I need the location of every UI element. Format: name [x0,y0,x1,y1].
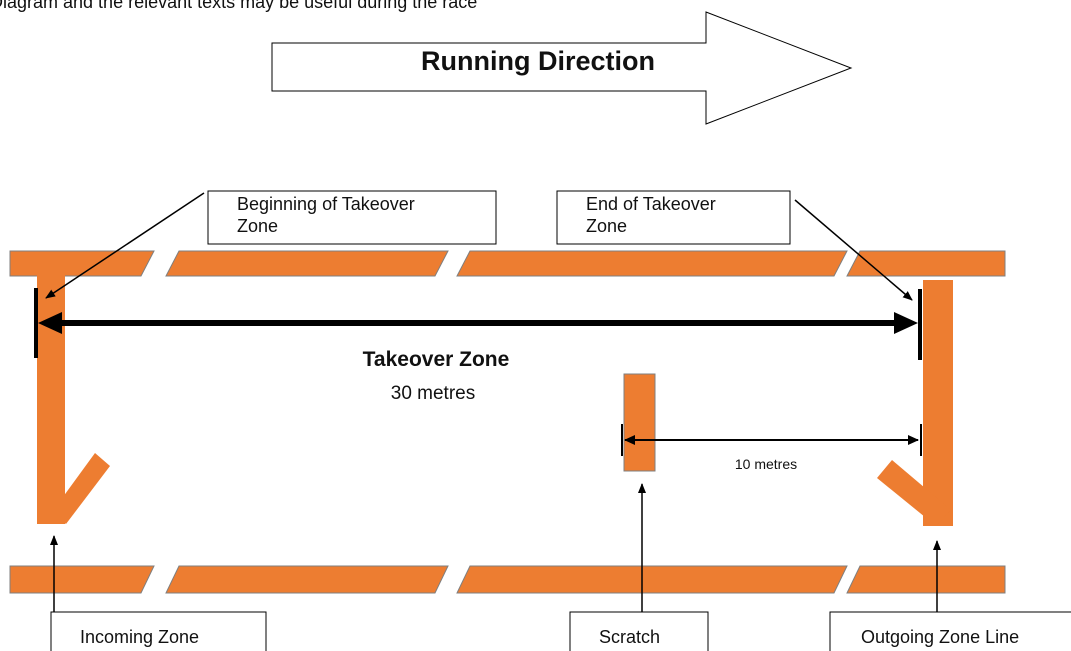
running-direction-arrow: Running Direction [271,11,853,125]
beginning-label-line2: Zone [237,216,278,236]
takeover-zone-distance: 30 metres [391,383,475,404]
outgoing-zone-marker [877,280,953,526]
outgoing-label-box: Outgoing Zone Line [829,611,1071,651]
incoming-zone-marker [37,262,110,524]
pointer-arrows [45,192,941,612]
end-label-line1: End of Takeover [586,194,716,214]
running-direction-label: Running Direction [421,46,655,76]
beginning-label-line1: Beginning of Takeover [237,194,415,214]
scratch-distance-arrow [621,424,922,456]
scratch-marker [623,373,656,472]
end-label-box: End of Takeover Zone [556,190,791,245]
incoming-label: Incoming Zone [80,627,199,647]
takeover-zone-title: Takeover Zone [363,348,510,371]
beginning-label-box: Beginning of Takeover Zone [207,190,497,245]
bottom-lane-line [9,565,1006,594]
takeover-zone-arrow [38,312,918,334]
scratch-label-box: Scratch [569,611,709,651]
beginning-pointer [45,192,205,299]
outgoing-label: Outgoing Zone Line [861,627,1019,647]
header-text: Diagram and the relevant texts may be us… [0,0,477,12]
end-pointer [794,199,913,301]
scratch-label: Scratch [599,627,660,647]
scratch-distance-label: 10 metres [735,456,797,472]
top-lane-line [9,250,1006,277]
incoming-label-box: Incoming Zone [50,611,267,651]
end-label-line2: Zone [586,216,627,236]
